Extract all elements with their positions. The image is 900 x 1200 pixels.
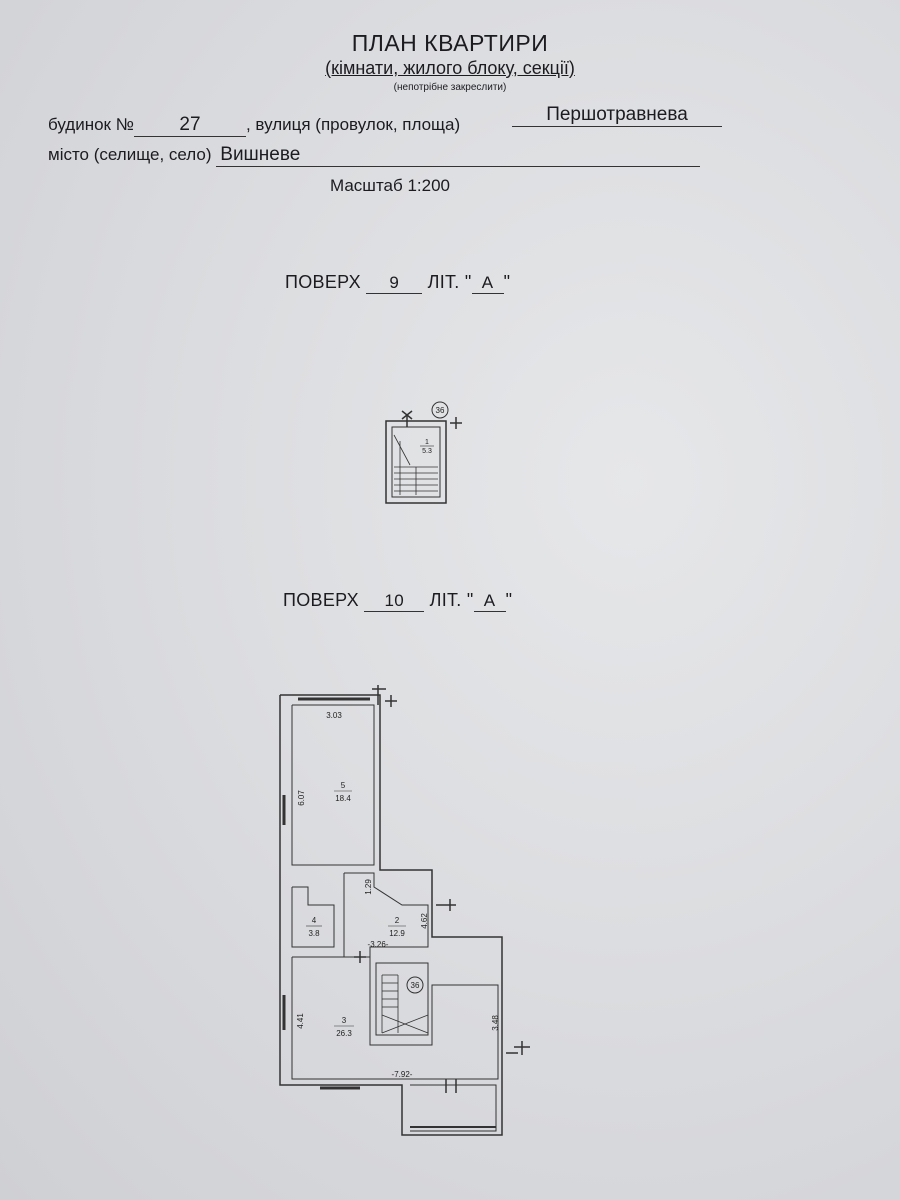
address-row-2: місто (селище, село) Вишневе [48,144,701,167]
floor-9-plan: 36 1 5.3 [385,401,462,504]
floor-label: ПОВЕРХ [283,590,359,610]
lit-label: ЛІТ. " [429,590,474,610]
lit-close: " [505,590,513,610]
dim-left-height: 6.07 [297,790,306,806]
dim-bottom-width: -7.92- [392,1070,413,1079]
outer-wall [279,694,503,1136]
floor-label: ПОВЕРХ [285,272,361,292]
room-2-area: 12.9 [389,929,405,938]
dim-right-lower: 3.48 [491,1015,500,1031]
city-value: Вишневе [216,144,701,167]
room-3-area: 26.3 [336,1029,352,1038]
stair-inner-wall [391,426,441,498]
lit-label: ЛІТ. " [427,272,472,292]
room-4-walls [291,886,335,948]
dim-mid-width: -3.26- [368,940,389,949]
lit-value: А [473,591,506,612]
floor-10-heading: ПОВЕРХ 10 ЛІТ. "А" [283,590,512,612]
city-label: місто (селище, село) [48,145,212,164]
stair-badge-circle [431,401,449,419]
floor-number: 10 [364,591,425,612]
scale-label: Масштаб 1:200 [330,176,450,195]
stair-badge-9: 36 [436,406,445,415]
floor-9-heading: ПОВЕРХ 9 ЛІТ. "А" [285,272,510,294]
document-subtitle: (кімнати, жилого блоку, секції) [0,58,900,79]
room-1-area: 5.3 [422,448,432,455]
house-label: будинок № [48,115,134,134]
room-5-number: 5 [341,781,346,790]
floor-10-plan: 36 5 18.4 4 3.8 2 12.9 3 26.3 3.03 6.07 … [279,685,530,1136]
floor-number: 9 [366,273,423,294]
dim-top-width: 3.03 [326,711,342,720]
document-title: ПЛАН КВАРТИРИ [351,30,549,56]
room-3-walls [291,956,499,1080]
street-label: , вулиця (провулок, площа) [245,115,461,134]
room-5-area: 18.4 [335,794,351,803]
stair-badge-circle [406,976,424,994]
street-field: Першотравнева [512,104,722,127]
dim-stair-height: 4.62 [420,913,429,929]
house-number: 27 [133,114,246,137]
stair-outer-wall [385,420,447,504]
lit-close: " [503,272,511,292]
room-4-number: 4 [312,916,317,925]
balcony-walls [410,1084,497,1132]
room-2-number: 2 [395,916,400,925]
room-3-number: 3 [342,1016,347,1025]
street-value: Першотравнева [512,104,722,127]
room-1-number: 1 [425,439,429,446]
strike-note: (непотрібне закреслити) [393,82,507,93]
dim-corridor: 1.29 [364,879,373,895]
room-4-area: 3.8 [308,929,320,938]
dim-left-lower: 4.41 [296,1013,305,1029]
stair-badge-10: 36 [411,981,420,990]
lit-value: А [471,273,504,294]
room-5-walls [291,704,375,866]
stair-flight [375,962,429,1036]
subtitle-text: (кімнати, жилого блоку, секції) [325,58,575,78]
